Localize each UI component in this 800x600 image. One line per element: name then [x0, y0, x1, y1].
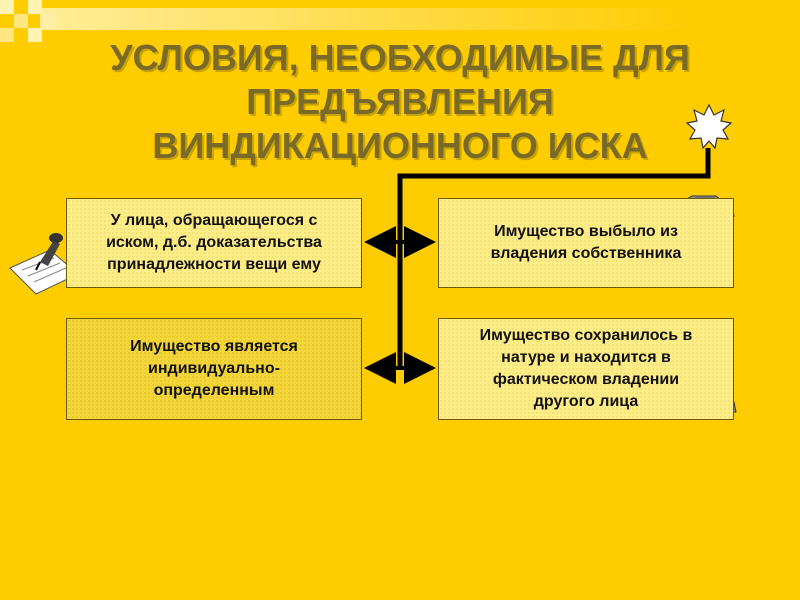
condition-box-individual: Имущество является индивидуально- опреде…	[66, 318, 362, 420]
writing-hand-icon	[9, 233, 79, 295]
title-line-1: УСЛОВИЯ, НЕОБХОДИМЫЕ ДЛЯ	[110, 37, 690, 78]
burst-icon	[685, 103, 733, 150]
connector-trunk	[397, 148, 711, 368]
condition-text: Имущество сохранилось в натуре и находит…	[479, 327, 693, 410]
corner-decoration	[0, 0, 800, 50]
condition-text: У лица, обращающегося с иском, д.б. дока…	[106, 212, 322, 273]
condition-text: Имущество выбыло из владения собственник…	[490, 223, 682, 262]
condition-box-preserved: Имущество сохранилось в натуре и находит…	[438, 318, 734, 420]
slide-title: УСЛОВИЯ, НЕОБХОДИМЫЕ ДЛЯ ПРЕДЪЯВЛЕНИЯ ВИ…	[40, 36, 760, 168]
condition-box-left-possession: Имущество выбыло из владения собственник…	[438, 198, 734, 288]
condition-text: Имущество является индивидуально- опреде…	[130, 338, 298, 399]
condition-box-evidence: У лица, обращающегося с иском, д.б. дока…	[66, 198, 362, 288]
title-line-3: ВИНДИКАЦИОННОГО ИСКА	[152, 125, 648, 166]
title-line-2: ПРЕДЪЯВЛЕНИЯ	[246, 81, 554, 122]
